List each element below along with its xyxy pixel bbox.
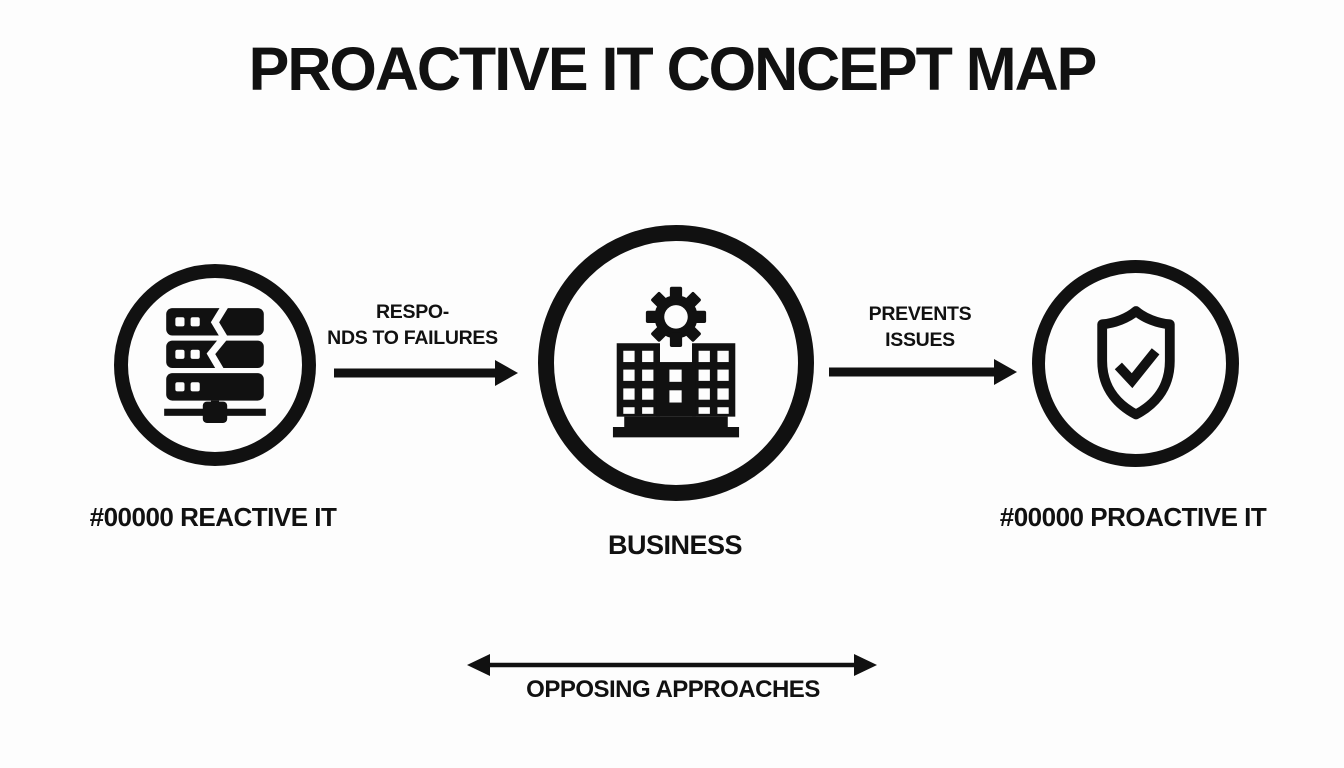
edge-label-responds-line1: RESPO- (376, 301, 449, 323)
page-title: PROACTIVE IT CONCEPT MAP (248, 35, 1098, 103)
node-label-reactive-it: #00000 REACTIVE IT (89, 502, 337, 532)
edge-label-opposing-approaches: OPPOSING APPROACHES (526, 676, 820, 703)
arrow-business-to-proactive (829, 359, 1017, 385)
arrow-opposing-approaches (467, 654, 877, 676)
building-gear-icon (596, 282, 756, 444)
edge-label-prevents-line1: PREVENTS (868, 303, 972, 325)
edge-label-prevents-line2: ISSUES (885, 329, 955, 351)
edge-label-responds-line2: NDS TO FAILURES (327, 327, 498, 349)
node-reactive-it (114, 264, 316, 466)
node-label-proactive-it: #00000 PROACTIVE IT (999, 502, 1267, 532)
edge-label-responds: RESPO- NDS TO FAILURES (310, 299, 515, 351)
node-proactive-it (1032, 260, 1239, 467)
broken-server-icon (154, 306, 276, 424)
node-business (538, 225, 814, 501)
node-label-business: BUSINESS (607, 530, 743, 560)
edge-label-prevents: PREVENTS ISSUES (820, 301, 1020, 353)
arrow-reactive-to-business (334, 360, 518, 386)
shield-check-icon (1087, 302, 1185, 426)
